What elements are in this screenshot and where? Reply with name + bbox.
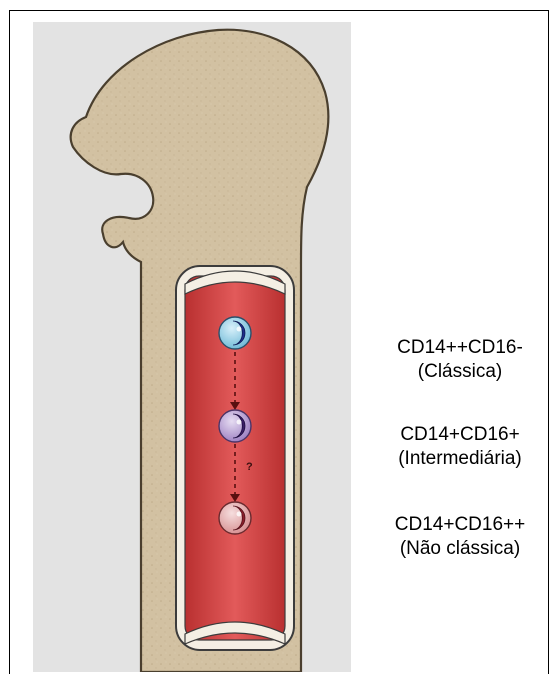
marker-classical: CD14++CD16-	[370, 336, 550, 360]
bone-diagram-svg: ?	[33, 22, 351, 672]
name-classical: (Clássica)	[370, 360, 550, 384]
label-nonclassical-monocyte: CD14+CD16++ (Não clássica)	[370, 513, 550, 561]
classical-monocyte-cell	[219, 317, 251, 349]
marker-intermediate: CD14+CD16+	[370, 423, 550, 447]
marker-nonclassical: CD14+CD16++	[370, 513, 550, 537]
question-mark: ?	[246, 461, 253, 473]
name-intermediate: (Intermediária)	[370, 447, 550, 471]
label-intermediate-monocyte: CD14+CD16+ (Intermediária)	[370, 423, 550, 471]
nonclassical-monocyte-cell	[219, 502, 251, 534]
label-classical-monocyte: CD14++CD16- (Clássica)	[370, 336, 550, 384]
name-nonclassical: (Não clássica)	[370, 537, 550, 561]
intermediate-monocyte-cell	[219, 410, 251, 442]
bone-illustration: ?	[33, 22, 351, 672]
